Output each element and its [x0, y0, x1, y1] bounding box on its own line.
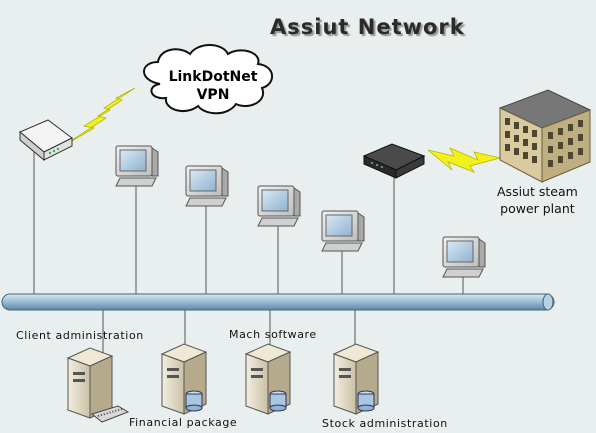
computer-icon [115, 145, 159, 187]
computer-icon [185, 165, 229, 207]
server-icon [244, 343, 292, 415]
mach-software-label: Mach software [229, 328, 317, 341]
building-icon [498, 89, 592, 183]
plant-label-line1: Assiut steam [497, 184, 578, 199]
client-administration-label: Client administration [16, 329, 144, 342]
cloud-label-line2: VPN [196, 87, 230, 103]
plant-label: Assiut steam power plant [497, 183, 578, 217]
financial-package-label: Financial package [129, 416, 238, 429]
stock-administration-label: Stock administration [322, 417, 448, 430]
cloud-label-line1: LinkDotNet [168, 69, 258, 85]
server-icon [332, 343, 380, 415]
network-bus [1, 293, 555, 311]
computer-icon [321, 210, 365, 252]
cloud-icon [143, 44, 273, 115]
server-icon [160, 343, 208, 415]
modem-icon [362, 143, 426, 179]
computer-icon [442, 236, 486, 278]
diagram-title: Assiut Network [270, 15, 465, 39]
cloud-label: LinkDotNet VPN [168, 68, 258, 104]
router-icon [19, 119, 73, 162]
lightning-icon [427, 147, 501, 173]
server-icon [66, 347, 130, 423]
computer-icon [257, 185, 301, 227]
plant-label-line2: power plant [500, 201, 575, 216]
